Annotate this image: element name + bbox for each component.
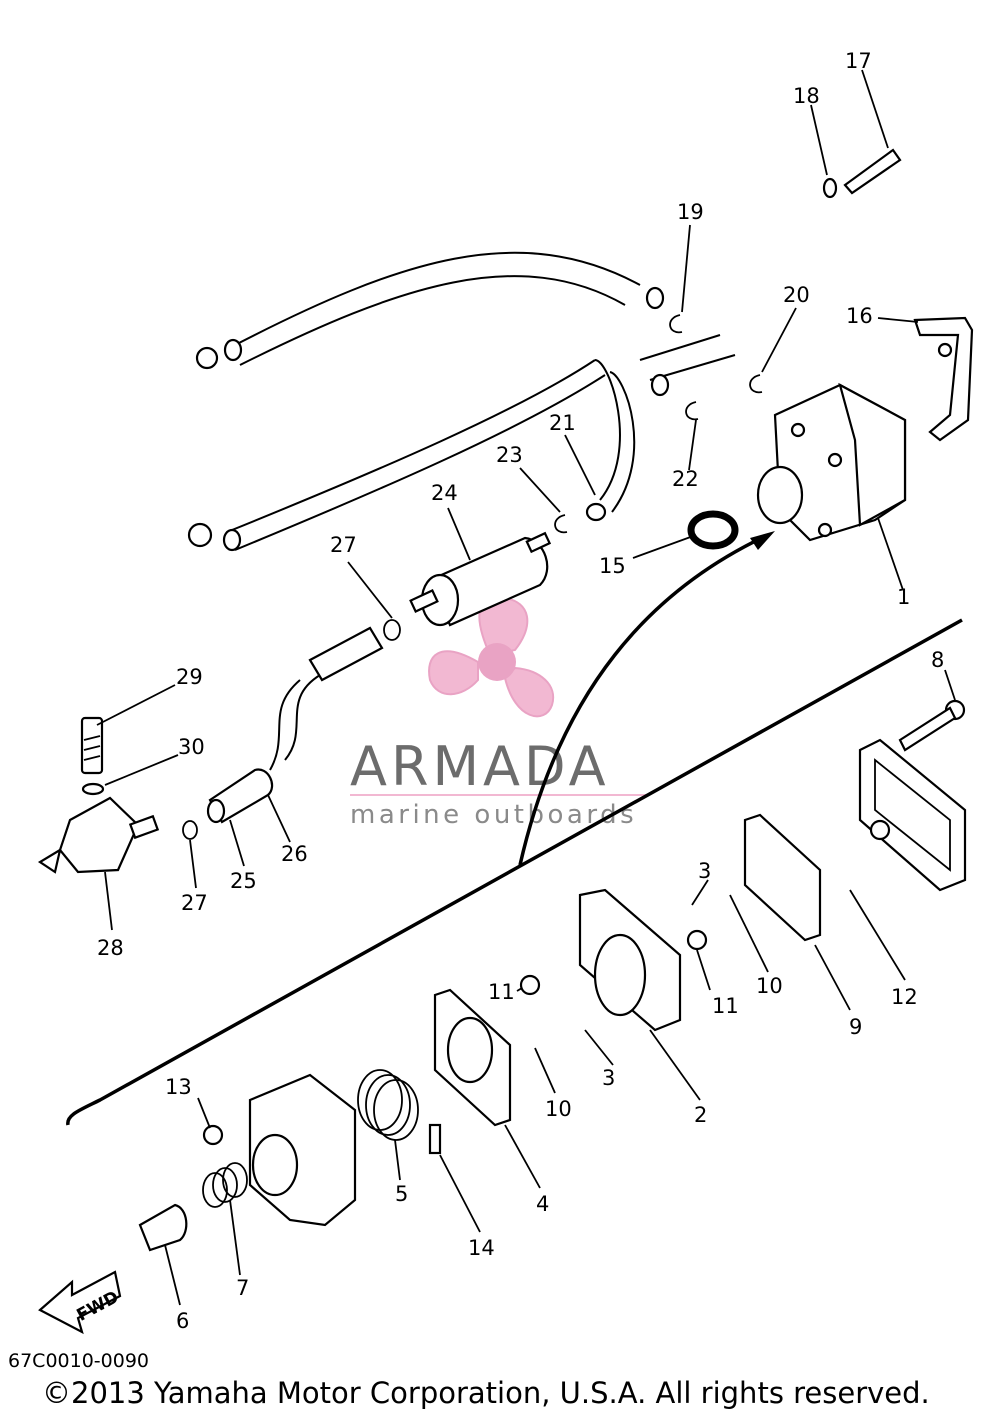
part-label: 1 xyxy=(897,585,910,609)
watermark-tagline: marine outboards xyxy=(350,800,637,830)
copyright-notice: ©2013 Yamaha Motor Corporation, U.S.A. A… xyxy=(42,1376,930,1410)
assembly-arrow xyxy=(518,533,769,866)
part-label: 12 xyxy=(891,985,918,1009)
part-labels: 17 18 19 20 16 21 23 24 27 22 15 1 29 30… xyxy=(97,49,944,1333)
part-label: 14 xyxy=(468,1236,495,1260)
part-label: 3 xyxy=(698,859,711,883)
part-label: 4 xyxy=(536,1192,549,1216)
part-label: 11 xyxy=(712,994,739,1018)
part-label: 24 xyxy=(431,481,458,505)
part-label: 13 xyxy=(165,1075,192,1099)
part-label: 18 xyxy=(793,84,820,108)
part-label: 17 xyxy=(845,49,872,73)
part-label: 9 xyxy=(849,1015,862,1039)
part-label: 16 xyxy=(846,304,873,328)
o-ring xyxy=(687,510,739,550)
part-label: 26 xyxy=(281,842,308,866)
part-label: 29 xyxy=(176,665,203,689)
watermark-name: ARMADA xyxy=(350,735,610,798)
part-label: 27 xyxy=(181,891,208,915)
part-label: 5 xyxy=(395,1182,408,1206)
part-label: 15 xyxy=(599,554,626,578)
fuel-pump-upper xyxy=(687,148,974,550)
fuel-filter xyxy=(409,531,552,627)
fuel-line-lower xyxy=(206,626,384,824)
divider-line xyxy=(66,618,963,1126)
part-label: 21 xyxy=(549,411,576,435)
part-label: 7 xyxy=(236,1276,249,1300)
fuel-hoses xyxy=(187,251,736,552)
part-label: 28 xyxy=(97,936,124,960)
fuel-pump-lower xyxy=(138,699,967,1252)
part-label: 20 xyxy=(783,283,810,307)
forward-direction-arrow: FWD xyxy=(38,1270,122,1335)
part-label: 6 xyxy=(176,1309,189,1333)
assembly-arrowhead xyxy=(750,531,775,550)
part-label: 8 xyxy=(931,648,944,672)
part-label: 11 xyxy=(488,980,515,1004)
part-label: 27 xyxy=(330,533,357,557)
hose-clamps xyxy=(182,314,763,840)
diagram-code: 67C0010-0090 xyxy=(8,1350,150,1372)
part-label: 23 xyxy=(496,443,523,467)
part-label: 10 xyxy=(545,1097,572,1121)
part-label: 2 xyxy=(694,1103,707,1127)
propeller-icon xyxy=(428,596,555,718)
part-label: 3 xyxy=(602,1066,615,1090)
part-label: 25 xyxy=(230,869,257,893)
part-label: 22 xyxy=(672,467,699,491)
fuel-connector xyxy=(37,716,160,874)
part-label: 19 xyxy=(677,200,704,224)
part-label: 10 xyxy=(756,974,783,998)
leader-lines xyxy=(96,69,956,1306)
part-label: 30 xyxy=(178,735,205,759)
armada-logo: ARMADA marine outboards xyxy=(350,596,648,830)
